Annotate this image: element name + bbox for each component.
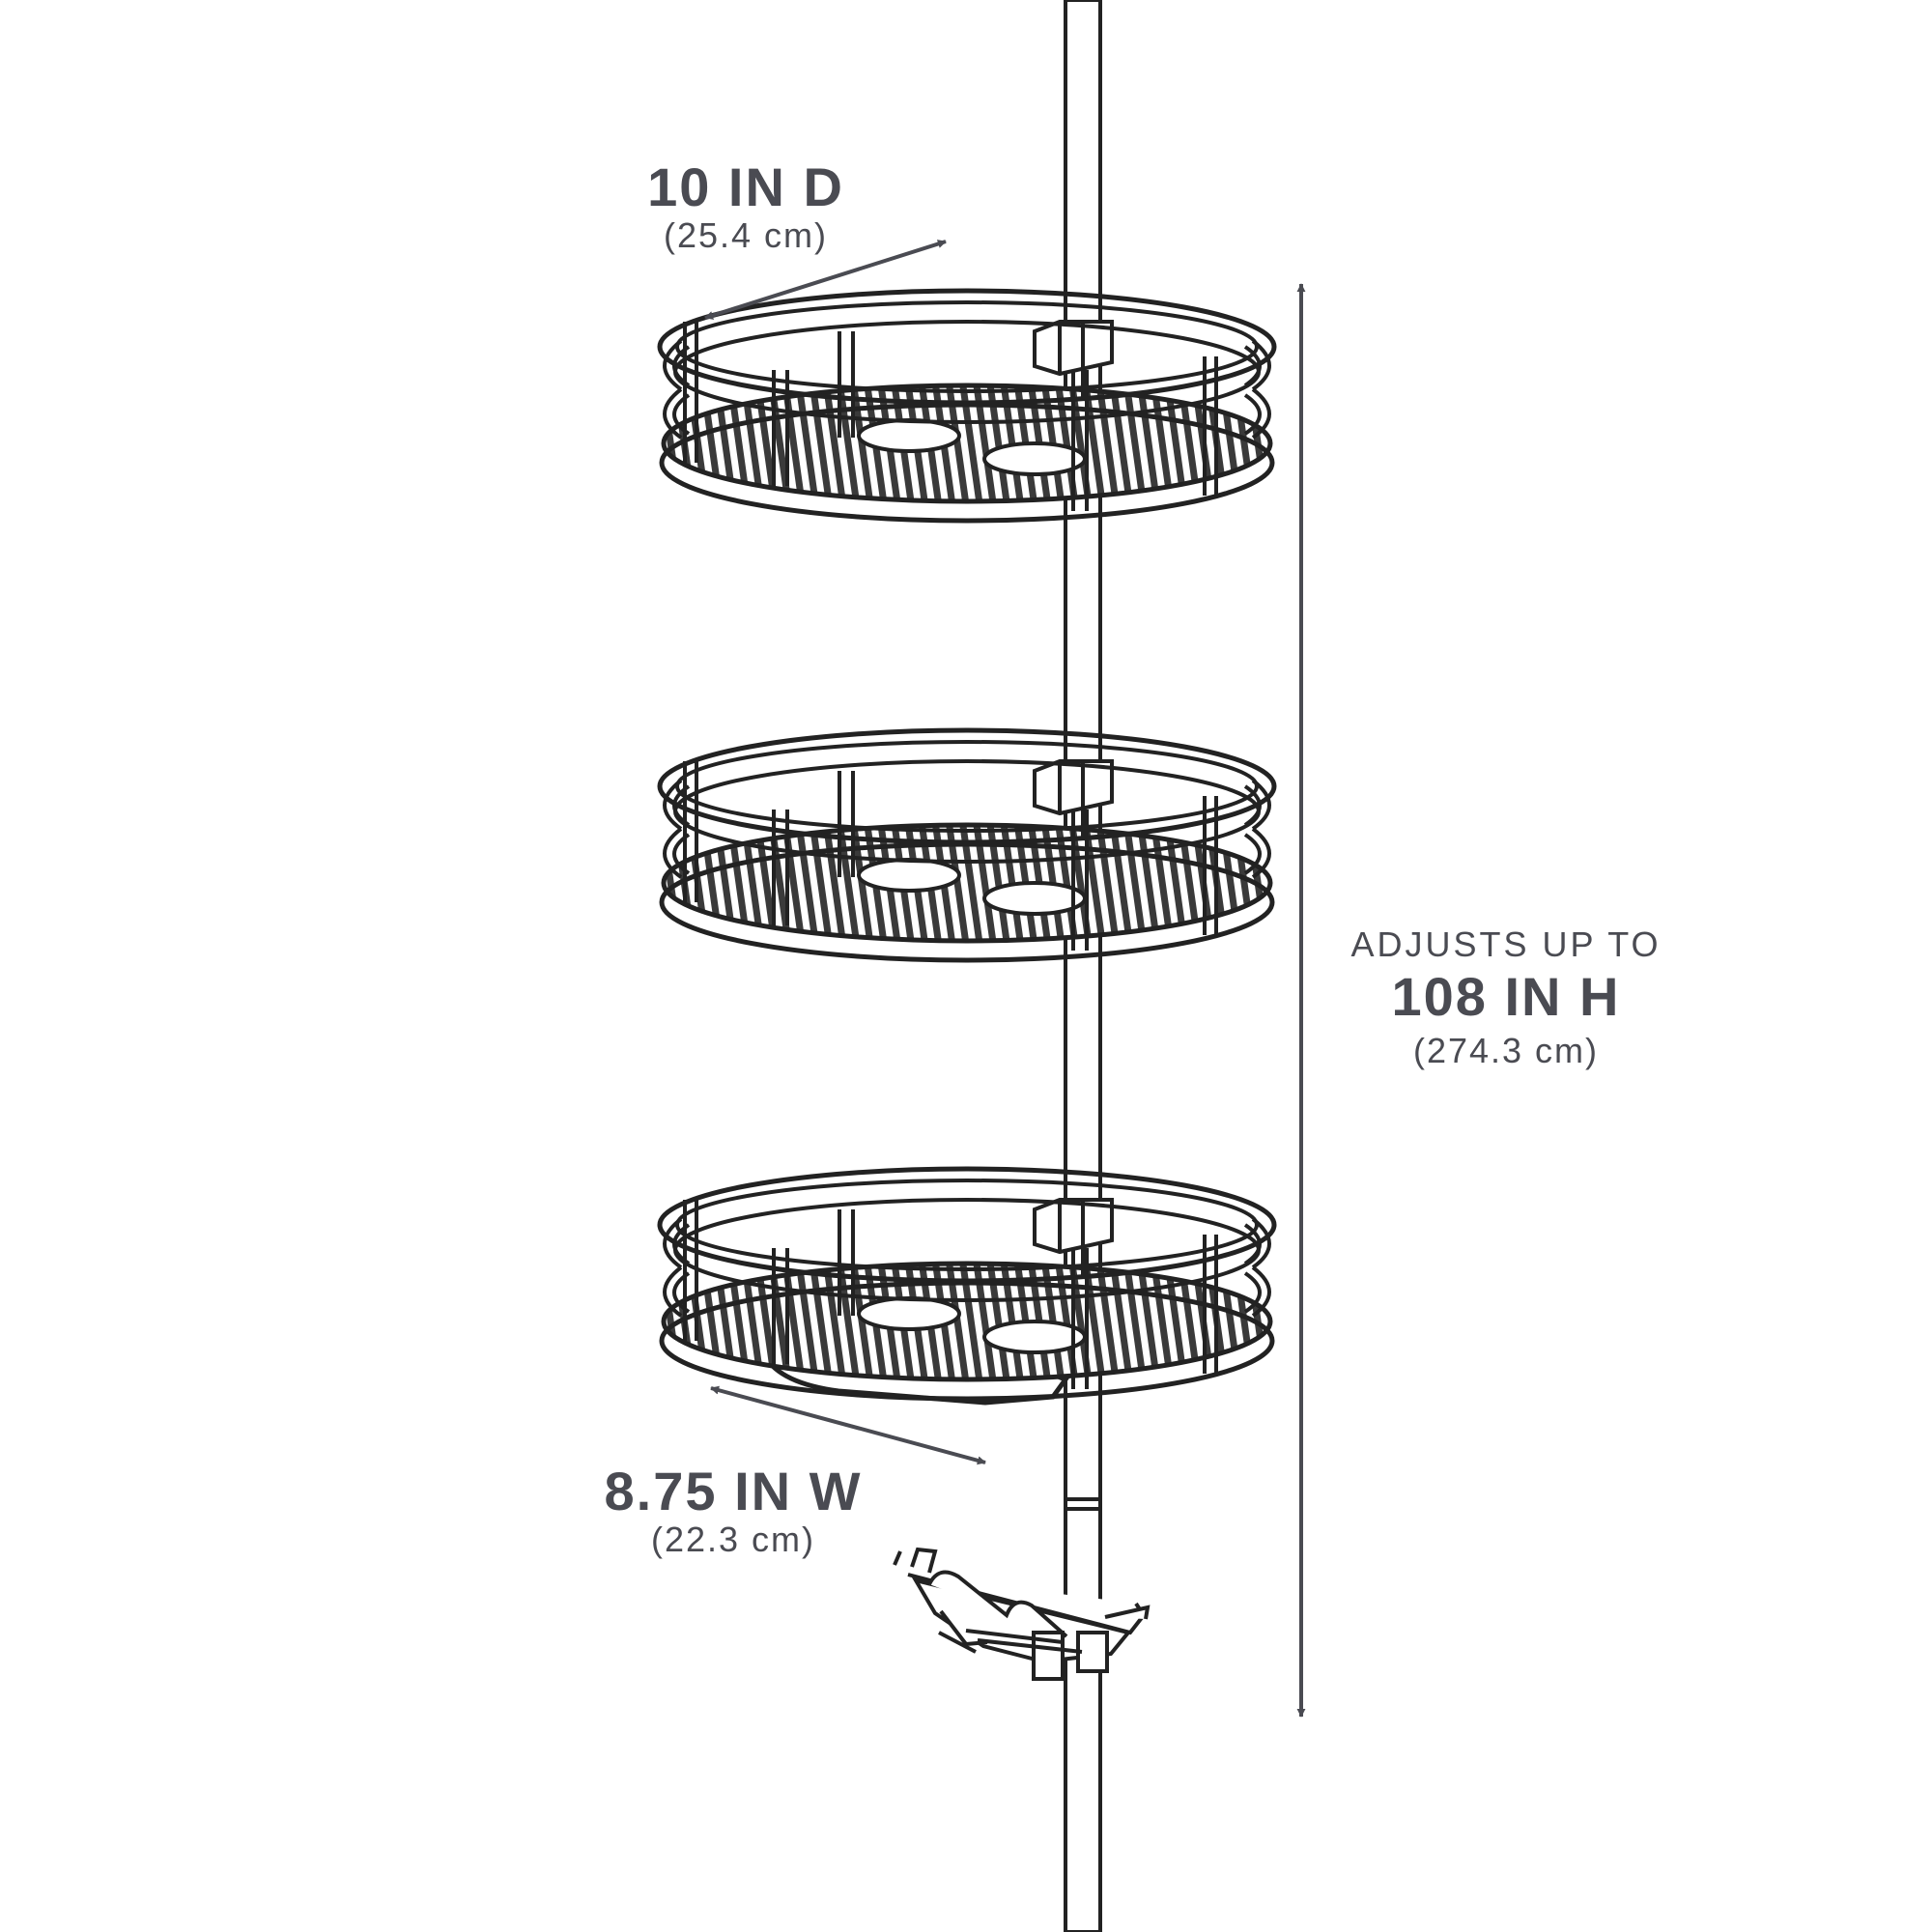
basket-middle-icon — [660, 730, 1274, 960]
width-value: 8.75 IN W — [604, 1461, 863, 1521]
depth-value: 10 IN D — [647, 156, 844, 217]
width-metric: (22.3 cm) — [650, 1520, 816, 1559]
height-value: 108 IN H — [1391, 966, 1621, 1027]
height-metric: (274.3 cm) — [1412, 1031, 1600, 1070]
depth-metric: (25.4 cm) — [663, 215, 829, 255]
soap-dish-icon — [893, 1547, 1151, 1681]
basket-bottom-icon — [660, 1169, 1274, 1399]
height-prefix: ADJUSTS UP TO — [1350, 924, 1662, 964]
width-arrow-icon — [710, 1385, 986, 1465]
depth-arrow-icon — [704, 240, 947, 320]
basket-top-icon — [660, 291, 1274, 521]
